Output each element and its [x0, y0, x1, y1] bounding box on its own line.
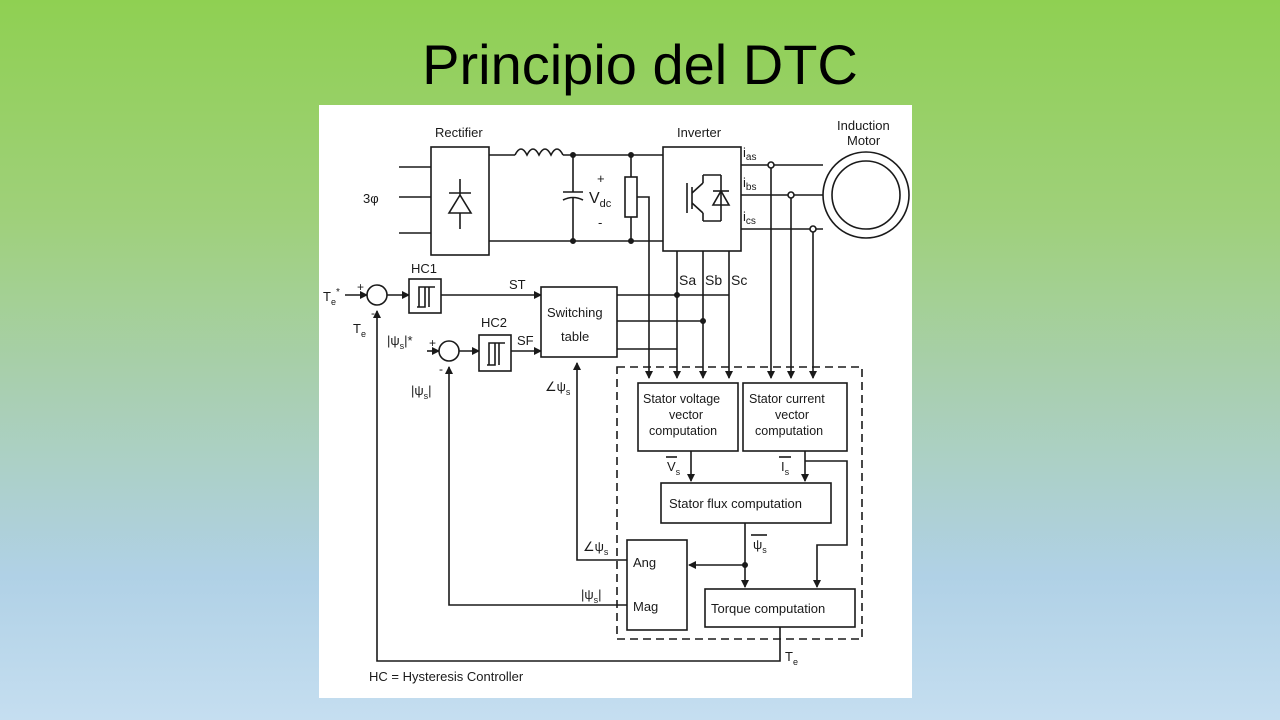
svv-line1: Stator voltage	[643, 392, 720, 406]
vdc-plus: +	[597, 171, 605, 186]
te-ref-label: Te*	[323, 287, 340, 307]
stator-current-block	[742, 382, 848, 452]
st-label: ST	[509, 277, 526, 292]
motor-label-line2: Motor	[847, 133, 881, 148]
svg-text:+: +	[429, 336, 436, 350]
flux-sum-junction	[438, 340, 460, 362]
rectifier-label: Rectifier	[435, 125, 483, 140]
rectifier-block	[430, 146, 490, 256]
ang-label: Ang	[633, 555, 656, 570]
scv-line2: vector	[775, 408, 809, 422]
motor-label-line1: Induction	[837, 118, 890, 133]
vdc-label: Vdc	[589, 190, 612, 210]
switching-table-block	[540, 286, 618, 358]
hc1-label: HC1	[411, 261, 437, 276]
vs-label: Vs	[667, 459, 681, 477]
mag-label: Mag	[633, 599, 658, 614]
capacitor-plate-icon	[562, 196, 584, 201]
ics-label: ics	[743, 209, 756, 227]
psis-label: ψs	[753, 537, 767, 555]
current-sensor-c-icon	[809, 225, 817, 233]
svg-text:+: +	[357, 280, 364, 294]
angle-feedback-line	[573, 362, 627, 561]
hysteresis-icon	[417, 286, 435, 308]
sb-label: Sb	[705, 272, 722, 288]
hc2-label: HC2	[481, 315, 507, 330]
torque-computation-block	[704, 588, 856, 628]
angle-in-label: ∠ψs	[545, 379, 571, 397]
svv-line3: computation	[649, 424, 717, 438]
stator-flux-block	[660, 482, 832, 524]
svv-line2: vector	[669, 408, 703, 422]
mag-out-label: |ψs|	[581, 587, 602, 605]
torque-feedback-line	[373, 310, 781, 662]
flux-mag-feedback-line	[445, 366, 627, 606]
torque-computation-label: Torque computation	[711, 601, 825, 616]
ibs-label: ibs	[743, 175, 756, 193]
slide-title: Principio del DTC	[422, 33, 858, 96]
stator-voltage-block	[637, 382, 739, 452]
inductor-icon	[514, 148, 564, 157]
sa-label: Sa	[679, 272, 696, 288]
is-label: Is	[781, 459, 790, 477]
inverter-block	[662, 146, 742, 252]
vdc-sense-line	[637, 196, 653, 379]
legend-text: HC = Hysteresis Controller	[369, 669, 524, 684]
psi-fb-label: |ψs|	[411, 383, 432, 401]
current-sensor-b-icon	[787, 191, 795, 199]
estimator-region	[616, 366, 863, 640]
scv-line1: Stator current	[749, 392, 825, 406]
switching-table-line2: table	[561, 329, 589, 344]
ias-label: ias	[743, 145, 756, 163]
torque-sum-junction	[366, 284, 388, 306]
stator-flux-label: Stator flux computation	[669, 496, 802, 511]
scv-line3: computation	[755, 424, 823, 438]
vdc-minus: -	[598, 215, 602, 230]
sc-label: Sc	[731, 272, 747, 288]
hysteresis-icon	[487, 342, 505, 366]
motor-rotor-icon	[831, 160, 901, 230]
sf-label: SF	[517, 333, 534, 348]
diode-icon	[447, 179, 473, 229]
igbt-icon	[686, 174, 731, 222]
te-fb-label: Te	[353, 321, 366, 339]
ang-mag-block	[626, 539, 688, 631]
dtc-block-diagram: 3φ Rectifier + Vdc - Inverter ias	[319, 105, 912, 698]
svg-text:-: -	[439, 362, 443, 376]
psi-ref-label: |ψs|*	[387, 333, 413, 351]
ang-out-label: ∠ψs	[583, 539, 609, 557]
is-to-torque-line	[805, 460, 848, 588]
inverter-label: Inverter	[677, 125, 722, 140]
switching-table-line1: Switching	[547, 305, 603, 320]
three-phase-label: 3φ	[363, 191, 379, 206]
te-out-label: Te	[785, 649, 798, 667]
svg-text:-: -	[371, 306, 375, 320]
current-sensor-a-icon	[767, 161, 775, 169]
motor-outer-icon	[822, 151, 910, 239]
resistor-icon	[624, 176, 638, 218]
